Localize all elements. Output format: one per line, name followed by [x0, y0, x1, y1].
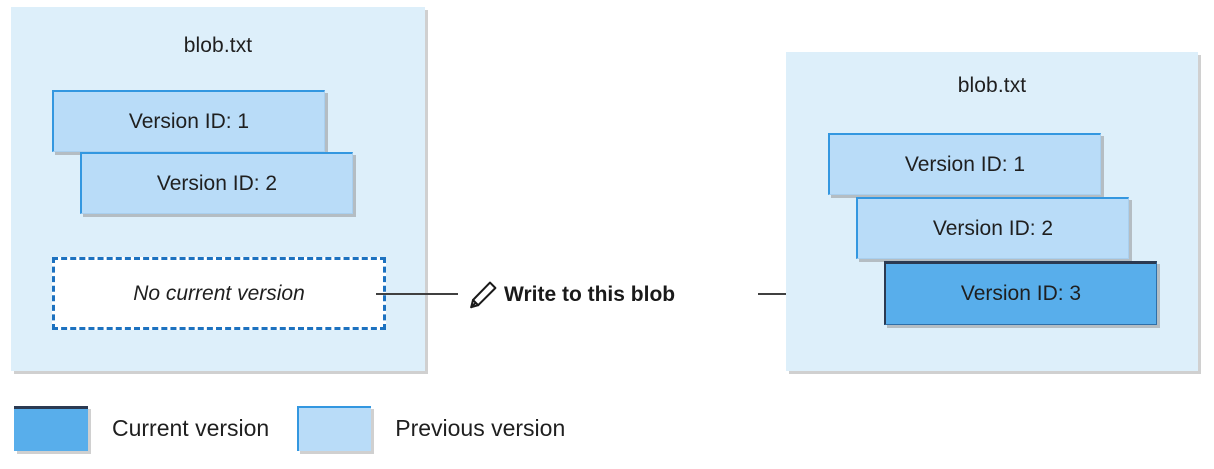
- blob-name-label-before: blob.txt: [183, 34, 253, 57]
- version-card-label: Version ID: 1: [904, 152, 1026, 176]
- legend-item-current: Current version: [14, 405, 270, 451]
- connector-line-left: [376, 293, 458, 295]
- legend-label-current: Current version: [112, 415, 270, 441]
- blob-name-label-after: blob.txt: [957, 74, 1027, 97]
- version-card-after-3-current: Version ID: 3: [884, 261, 1157, 325]
- blob-panel-after: blob.txt Version ID: 1 Version ID: 2 Ver…: [786, 52, 1198, 371]
- version-card-label: Version ID: 1: [128, 109, 250, 133]
- legend-label-previous: Previous version: [395, 415, 566, 441]
- legend: Current version Previous version: [14, 400, 565, 456]
- version-card-before-1: Version ID: 1: [52, 90, 325, 152]
- write-action-label: Write to this blob: [504, 283, 676, 306]
- legend-swatch-current-icon: [14, 405, 88, 451]
- blob-panel-before: blob.txt Version ID: 1 Version ID: 2 No …: [11, 7, 425, 371]
- no-current-version-label: No current version: [133, 281, 305, 305]
- version-card-after-2: Version ID: 2: [856, 197, 1129, 259]
- legend-item-previous: Previous version: [297, 405, 566, 451]
- version-card-label: Version ID: 2: [932, 216, 1054, 240]
- version-card-label: Version ID: 3: [960, 282, 1082, 305]
- version-card-after-1: Version ID: 1: [828, 133, 1101, 195]
- version-card-label: Version ID: 2: [156, 171, 278, 195]
- legend-swatch-previous-icon: [297, 405, 372, 451]
- no-current-version-box: No current version: [52, 257, 386, 330]
- pencil-icon: [466, 278, 500, 312]
- version-card-before-2: Version ID: 2: [80, 152, 353, 214]
